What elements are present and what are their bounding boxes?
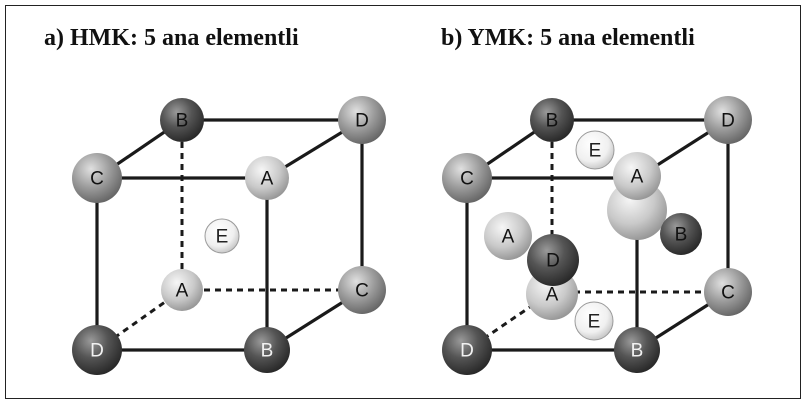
svg-text:B: B <box>546 111 559 132</box>
svg-text:D: D <box>355 111 369 132</box>
svg-text:B: B <box>261 341 274 362</box>
svg-text:C: C <box>90 169 104 190</box>
svg-text:E: E <box>216 227 229 248</box>
panel-b-atom-left-face-d: D <box>527 234 579 286</box>
panel-a-title: a) HMK: 5 ana elementli <box>44 25 299 51</box>
svg-text:D: D <box>460 341 474 362</box>
svg-text:D: D <box>546 251 560 272</box>
svg-text:A: A <box>502 227 515 248</box>
panel-b-atom-front-top-right: A <box>613 152 661 200</box>
svg-text:D: D <box>90 341 104 362</box>
svg-text:A: A <box>261 169 274 190</box>
panel-a-atom-front-top-right: A <box>245 156 289 200</box>
panel-b-atom-bottom-face: E <box>574 301 614 341</box>
panel-b-atom-back-top-right: D <box>704 96 752 144</box>
figure-frame <box>5 5 801 399</box>
svg-text:E: E <box>589 141 602 162</box>
svg-text:C: C <box>721 283 735 304</box>
panel-b-atom-left-face-a: A <box>484 212 532 260</box>
panel-b-atom-right-face-a <box>607 180 667 240</box>
svg-text:B: B <box>631 341 644 362</box>
panel-a-atom-back-bottom-right: C <box>338 266 386 314</box>
panel-b-atom-front-top-left: C <box>442 153 492 203</box>
svg-text:B: B <box>675 225 688 246</box>
panel-a-atom-back-top-left: B <box>160 98 204 142</box>
panel-b-atom-top-face: E <box>575 130 615 170</box>
svg-text:D: D <box>721 111 735 132</box>
svg-text:A: A <box>631 167 644 188</box>
panel-a-cube: B D A C E C A D <box>72 96 386 375</box>
panel-b-cube: B D C A B A D E <box>442 96 752 375</box>
panel-b-atom-right-face-b: B <box>660 213 702 255</box>
panel-a-atom-back-bottom-left: A <box>161 269 203 311</box>
svg-text:B: B <box>176 111 189 132</box>
panel-a-atom-front-bottom-right: B <box>244 327 290 373</box>
panel-b-atom-back-top-left: B <box>530 98 574 142</box>
svg-text:C: C <box>460 169 474 190</box>
svg-text:A: A <box>546 285 559 306</box>
panel-b-atom-front-bottom-right: B <box>614 327 660 373</box>
svg-text:A: A <box>176 281 189 302</box>
panel-a-atom-center: E <box>204 218 240 254</box>
panel-b-atom-back-bottom-right: C <box>704 268 752 316</box>
panel-a-atom-front-bottom-left: D <box>72 325 122 375</box>
panel-a-hidden-edges <box>96 120 362 352</box>
svg-text:C: C <box>355 281 369 302</box>
panel-b-title: b) YMK: 5 ana elementli <box>441 25 695 51</box>
svg-text:E: E <box>588 312 601 333</box>
panel-a-atom-back-top-right: D <box>338 96 386 144</box>
panel-a-atom-front-top-left: C <box>72 153 122 203</box>
panel-b-atom-front-bottom-left: D <box>442 325 492 375</box>
